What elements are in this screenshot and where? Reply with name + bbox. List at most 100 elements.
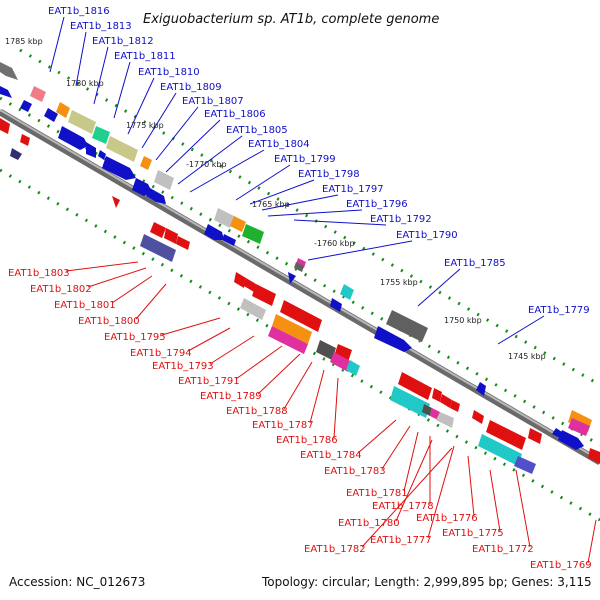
gene-feature	[132, 178, 152, 196]
scale-label: 1780 kbp	[66, 79, 104, 88]
label-connector	[113, 61, 131, 119]
label-connector	[209, 335, 255, 365]
label-connector	[257, 353, 301, 395]
gene-label: EAT1b_1800	[78, 316, 140, 327]
gene-feature	[204, 224, 224, 240]
label-connector	[49, 16, 65, 73]
gene-label: EAT1b_1797	[322, 184, 384, 195]
label-connector	[235, 345, 283, 380]
gene-label: EAT1b_1769	[530, 560, 592, 571]
label-connector	[65, 261, 139, 272]
map-title: Exiguobacterium sp. AT1b, complete genom…	[143, 12, 439, 27]
gene-label: EAT1b_1805	[226, 125, 288, 136]
gene-feature	[154, 170, 174, 190]
gene-label: EAT1b_1786	[276, 435, 338, 446]
gene-feature	[44, 108, 58, 122]
gene-label: EAT1b_1810	[138, 67, 200, 78]
gene-label: EAT1b_1792	[370, 214, 432, 225]
gene-label: EAT1b_1804	[248, 139, 310, 150]
scale-label: 1785 kbp	[5, 37, 43, 46]
gene-feature	[558, 430, 584, 450]
label-connector	[417, 268, 461, 307]
gene-feature	[330, 352, 352, 372]
gene-feature	[272, 314, 312, 344]
gene-label: EAT1b_1790	[396, 230, 458, 241]
label-connector	[489, 469, 501, 532]
gene-feature	[56, 102, 70, 118]
gene-feature	[472, 410, 484, 424]
gene-feature	[146, 188, 166, 204]
gene-label: EAT1b_1783	[324, 466, 386, 477]
label-connector	[427, 445, 455, 539]
label-connector	[249, 179, 315, 205]
label-connector	[177, 135, 243, 185]
gene-label: EAT1b_1807	[182, 96, 244, 107]
gene-label: EAT1b_1785	[444, 258, 506, 269]
gene-label: EAT1b_1809	[160, 82, 222, 93]
gene-feature	[552, 428, 562, 438]
label-connector	[361, 447, 453, 548]
label-connector	[235, 164, 291, 201]
scale-label: -1770 kbp	[186, 160, 227, 169]
scale-label: 1750 kbp	[444, 316, 482, 325]
label-connector	[187, 327, 231, 352]
gene-feature	[252, 284, 276, 306]
label-connector	[395, 439, 433, 522]
gene-feature	[102, 156, 136, 180]
gene-feature	[316, 340, 336, 360]
gene-label: EAT1b_1796	[346, 199, 408, 210]
gene-label: EAT1b_1795	[104, 332, 166, 343]
gene-feature	[296, 258, 306, 268]
label-connector	[155, 106, 199, 161]
gene-label: EAT1b_1799	[274, 154, 336, 165]
gene-feature	[390, 386, 430, 418]
label-connector	[127, 77, 155, 135]
gene-label: EAT1b_1775	[442, 528, 504, 539]
gene-feature	[98, 150, 106, 160]
gene-feature	[478, 434, 522, 466]
scale-label: -1760 kbp	[314, 239, 355, 248]
gene-feature	[150, 222, 166, 238]
gene-label: EAT1b_1811	[114, 51, 176, 62]
gene-feature	[280, 300, 322, 332]
gene-feature	[440, 394, 452, 408]
gene-feature	[476, 382, 486, 396]
gene-feature	[140, 234, 176, 262]
label-connector	[75, 31, 87, 87]
gene-feature	[240, 298, 266, 320]
gene-label: EAT1b_1782	[304, 544, 366, 555]
gene-label: EAT1b_1776	[416, 513, 478, 524]
gene-feature	[528, 428, 542, 444]
label-connector	[381, 425, 411, 470]
label-connector	[87, 267, 147, 288]
gene-feature	[86, 142, 96, 158]
gene-feature	[0, 62, 18, 80]
label-connector	[467, 455, 475, 517]
gene-feature	[294, 262, 304, 272]
genome-summary-text: Topology: circular; Length: 2,999,895 bp…	[261, 575, 592, 589]
gene-label: EAT1b_1787	[252, 420, 314, 431]
forward-strand-genes	[0, 62, 592, 450]
scale-label: 1755 kbp	[380, 278, 418, 287]
gene-feature	[92, 126, 110, 144]
label-connector	[587, 519, 597, 564]
gene-feature	[0, 118, 10, 134]
gene-label: EAT1b_1798	[298, 169, 360, 180]
reverse-strand-genes	[0, 118, 600, 474]
gene-label: EAT1b_1789	[200, 391, 262, 402]
gene-label: EAT1b_1784	[300, 450, 362, 461]
gene-feature	[432, 388, 442, 402]
gene-feature	[374, 326, 412, 352]
label-connector	[403, 431, 419, 492]
gene-feature	[244, 278, 256, 292]
gene-label: EAT1b_1806	[204, 109, 266, 120]
gene-label: EAT1b_1802	[30, 284, 92, 295]
gene-feature	[164, 228, 178, 244]
gene-feature	[176, 236, 190, 250]
gene-feature	[514, 456, 536, 474]
gene-label: EAT1b_1780	[338, 518, 400, 529]
label-connector	[357, 419, 397, 454]
label-connector	[307, 240, 413, 261]
